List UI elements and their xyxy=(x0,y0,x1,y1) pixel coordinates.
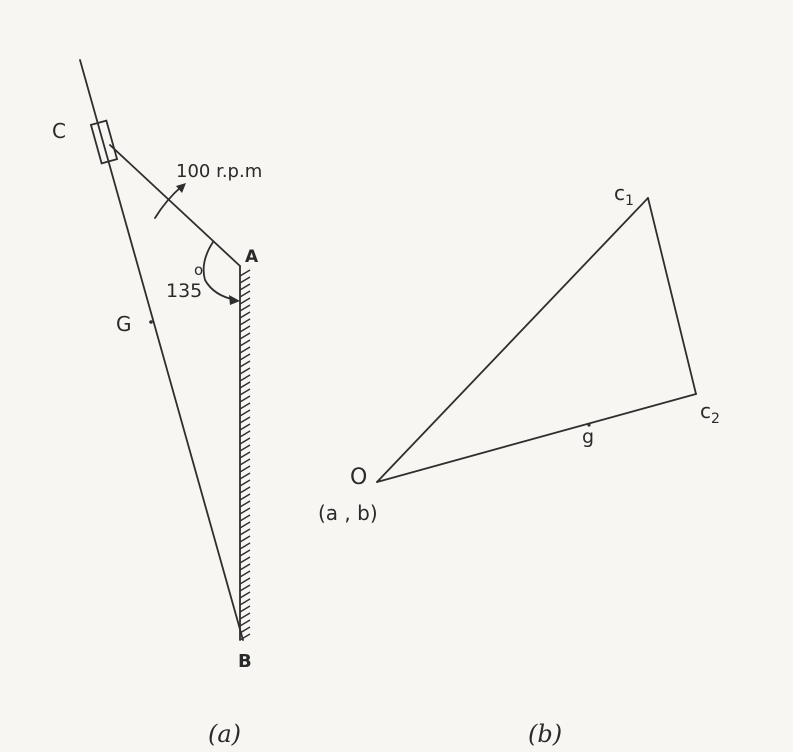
hatch-mark xyxy=(239,507,251,515)
hatch-mark xyxy=(239,388,251,396)
hatch-mark xyxy=(239,556,251,564)
hatch-mark xyxy=(239,577,251,585)
hatch-mark xyxy=(239,444,251,452)
hatch-mark xyxy=(239,451,251,459)
diagram-b: O (a , b) c1 c2 g (b) xyxy=(318,181,720,748)
hatch-mark xyxy=(239,563,251,571)
hatch-mark xyxy=(239,409,251,417)
hatch-mark xyxy=(239,486,251,494)
caption-a: (a) xyxy=(208,720,241,748)
hatch-mark xyxy=(239,395,251,403)
hatch-mark xyxy=(239,584,251,592)
hatch-mark xyxy=(239,479,251,487)
hatch-mark xyxy=(239,283,251,291)
hatch-mark xyxy=(239,332,251,340)
hatch-mark xyxy=(239,430,251,438)
angle-arc-135 xyxy=(202,241,237,301)
hatch-mark xyxy=(239,374,251,382)
label-origin-ab: (a , b) xyxy=(318,501,378,525)
label-a: A xyxy=(245,247,259,267)
hatch-mark xyxy=(239,360,251,368)
hatch-mark xyxy=(239,290,251,298)
hatch-mark xyxy=(239,493,251,501)
hatch-mark xyxy=(239,472,251,480)
hatch-mark xyxy=(239,633,251,641)
hatch-mark xyxy=(239,521,251,529)
hatch-mark xyxy=(239,465,251,473)
hatch-mark xyxy=(239,269,251,277)
hatch-mark xyxy=(239,367,251,375)
hatch-mark xyxy=(239,612,251,620)
label-g-lower: g xyxy=(582,426,594,448)
speed-label: 100 r.p.m xyxy=(176,161,262,182)
hatch-mark xyxy=(239,619,251,627)
hatch-mark xyxy=(239,605,251,613)
link-c-to-a xyxy=(109,144,241,267)
vector-c1-to-c2 xyxy=(647,197,697,395)
point-g-marker xyxy=(149,320,153,324)
hatch-mark xyxy=(239,402,251,410)
hatch-mark xyxy=(239,542,251,550)
hatch-mark xyxy=(239,535,251,543)
rotation-arrowhead xyxy=(176,183,186,193)
hatch-mark xyxy=(239,346,251,354)
hatch-mark xyxy=(239,318,251,326)
hatch-mark xyxy=(239,297,251,305)
hatch-mark xyxy=(239,514,251,522)
hatch-mark xyxy=(239,528,251,536)
hatch-mark xyxy=(239,423,251,431)
hatch-mark xyxy=(239,437,251,445)
angle-degree-symbol: o xyxy=(194,261,203,279)
hatch-mark xyxy=(239,598,251,606)
hatch-mark xyxy=(239,626,251,634)
hatch-mark xyxy=(239,325,251,333)
guide-line-c-to-b xyxy=(79,59,244,641)
fixed-ground-hatching xyxy=(239,269,251,641)
hatch-mark xyxy=(239,500,251,508)
hatch-mark xyxy=(239,591,251,599)
label-b: B xyxy=(238,651,252,672)
angle-arrowhead xyxy=(229,295,240,305)
hatch-mark xyxy=(239,353,251,361)
label-c1: c1 xyxy=(614,181,634,209)
hatch-mark xyxy=(239,311,251,319)
label-c2: c2 xyxy=(700,399,720,427)
vector-o-to-c2 xyxy=(376,393,697,483)
label-o: O xyxy=(350,465,367,490)
hatch-mark xyxy=(239,570,251,578)
label-g: G xyxy=(116,312,132,336)
vector-o-to-c1 xyxy=(376,197,649,483)
hatch-mark xyxy=(239,549,251,557)
slider-block-c xyxy=(89,119,119,165)
hatch-mark xyxy=(239,304,251,312)
hatch-mark xyxy=(239,416,251,424)
point-g-lower-marker xyxy=(587,423,591,427)
diagram-a: C A B G 100 r.p.m 135 o (a) xyxy=(52,59,262,748)
label-c: C xyxy=(52,119,66,143)
angle-value-label: 135 xyxy=(166,280,202,302)
hatch-mark xyxy=(239,276,251,284)
hatch-mark xyxy=(239,381,251,389)
caption-b: (b) xyxy=(528,720,562,748)
hatch-mark xyxy=(239,458,251,466)
hatch-mark xyxy=(239,339,251,347)
